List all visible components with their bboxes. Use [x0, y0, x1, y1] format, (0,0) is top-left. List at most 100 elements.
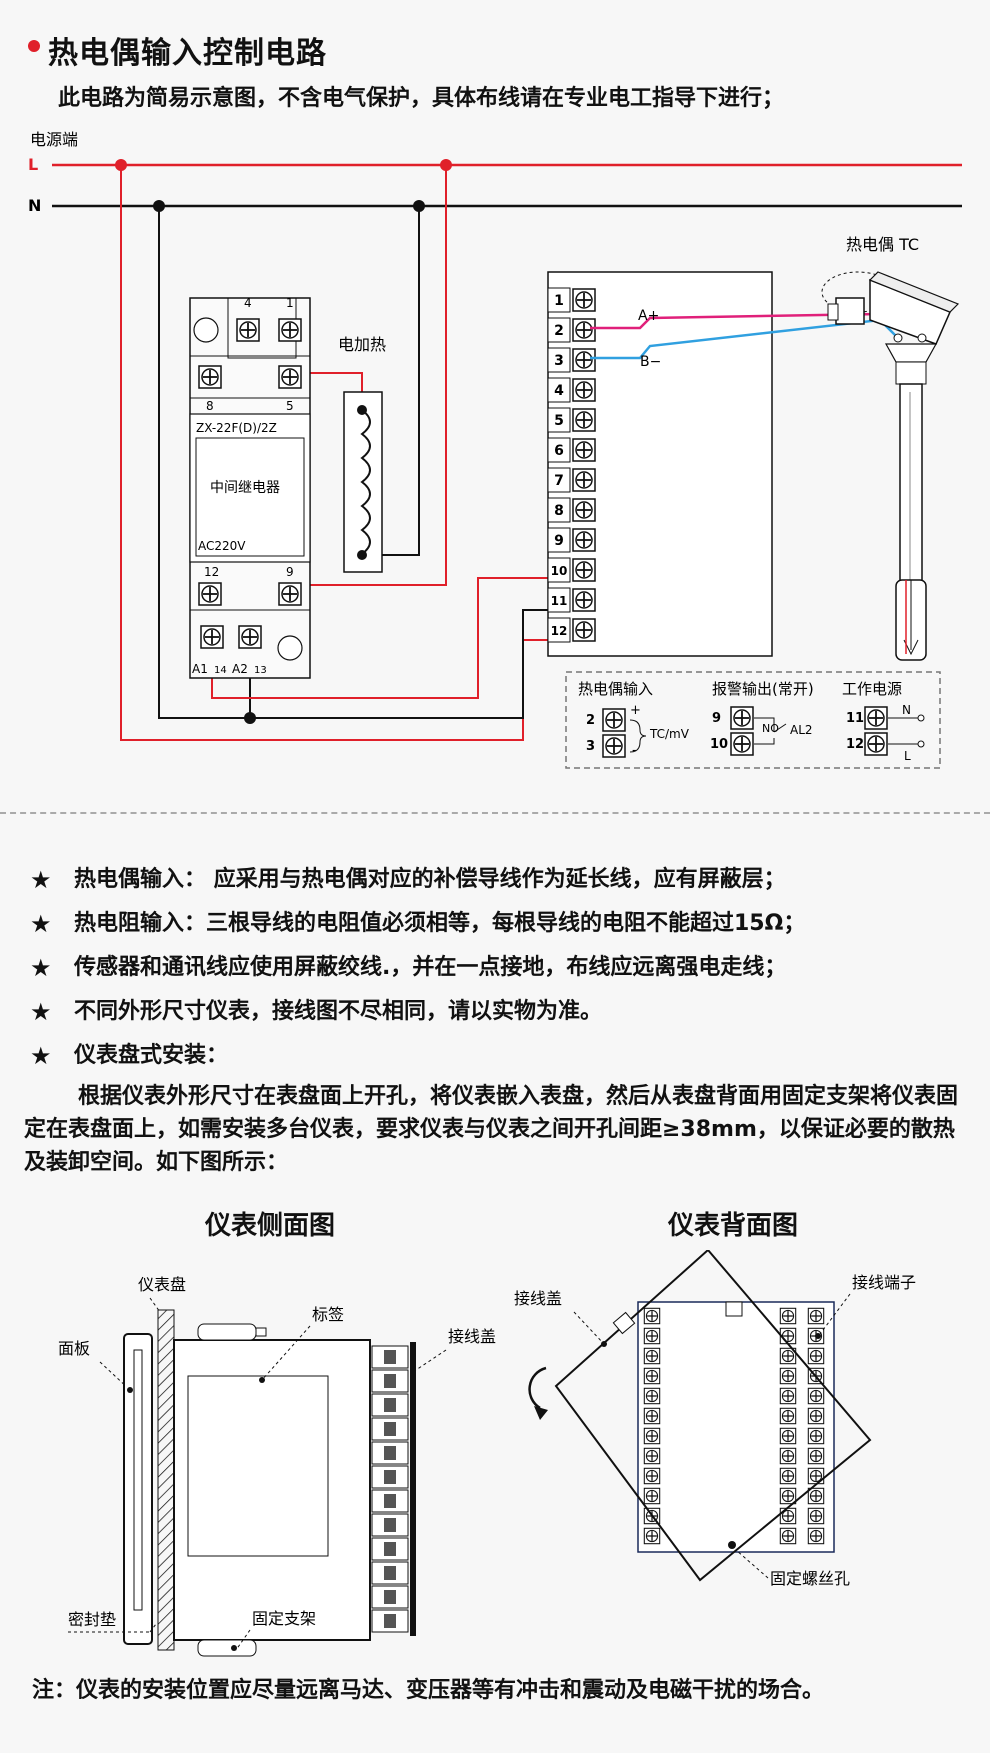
side-terminal-screw: [384, 1374, 396, 1388]
section-divider: [0, 812, 990, 814]
back-terminal-screw-icon: [807, 1427, 825, 1445]
back-terminal-screw-icon: [643, 1427, 661, 1445]
side-view-drawing: 仪表盘 面板 标签 接线盖 密封垫 固定支架: [58, 1275, 496, 1657]
back-terminal-screw-icon: [643, 1467, 661, 1485]
svg-text:-: -: [632, 743, 637, 758]
side-terminal-screw: [384, 1470, 396, 1484]
side-terminal-screw: [384, 1398, 396, 1412]
back-terminal-screw-icon: [807, 1347, 825, 1365]
back-terminal-screw-icon: [643, 1327, 661, 1345]
terminal-number: 1: [554, 293, 564, 309]
svg-text:3: 3: [586, 739, 595, 754]
back-terminal-screw-icon: [807, 1407, 825, 1425]
back-terminal-screw-icon: [807, 1447, 825, 1465]
star-icon: ★: [30, 910, 52, 938]
list-item: ★仪表盘式安装：: [30, 1034, 970, 1078]
svg-text:接线盖: 接线盖: [448, 1327, 496, 1346]
svg-text:A2: A2: [232, 662, 248, 676]
side-terminal-screw: [384, 1518, 396, 1532]
back-terminal-screw-icon: [643, 1487, 661, 1505]
back-terminal-screw-icon: [807, 1507, 825, 1525]
installation-diagrams: 仪表盘 面板 标签 接线盖 密封垫 固定支架: [58, 1250, 916, 1657]
terminal-number: 4: [554, 383, 564, 399]
svg-text:8: 8: [206, 399, 214, 413]
svg-text:标签: 标签: [312, 1305, 344, 1324]
svg-text:12: 12: [204, 565, 219, 579]
svg-text:NO: NO: [762, 722, 779, 735]
terminal-number-box: [547, 497, 571, 523]
notes-list: ★热电偶输入： 应采用与热电偶对应的补偿导线作为延长线，应有屏蔽层； ★热电阻输…: [30, 858, 970, 1078]
terminal-number-box: [547, 287, 571, 313]
back-terminal-screw-icon: [643, 1387, 661, 1405]
svg-text:A1: A1: [192, 662, 208, 676]
terminal-number-box: [547, 437, 571, 463]
back-terminal-screw-icon: [807, 1307, 825, 1325]
back-terminal-screw-icon: [779, 1387, 797, 1405]
terminal-screw-icon: [572, 408, 596, 432]
legend-box: [565, 671, 941, 769]
terminal-number-box: [547, 407, 571, 433]
back-terminal-screw-icon: [779, 1447, 797, 1465]
terminal-number-box: [547, 617, 571, 643]
terminal-screw-icon: [572, 348, 596, 372]
svg-text:5: 5: [286, 399, 294, 413]
terminal-number-box: [547, 467, 571, 493]
terminal-number-box: [547, 527, 571, 553]
page-subtitle: 此电路为简易示意图，不含电气保护，具体布线请在专业电工指导下进行；: [58, 86, 785, 111]
back-terminal-screw-icon: [807, 1467, 825, 1485]
back-terminal-screw-icon: [779, 1427, 797, 1445]
back-terminal-screw-icon: [779, 1507, 797, 1525]
relay-name: 中间继电器: [210, 480, 280, 496]
terminal-number: 11: [551, 594, 568, 608]
svg-text:12: 12: [846, 737, 864, 752]
side-terminal-screw: [384, 1590, 396, 1604]
terminal-screw-icon: [572, 528, 596, 552]
svg-text:L: L: [904, 749, 911, 763]
page-title: 热电偶输入控制电路: [48, 36, 327, 71]
svg-text:1: 1: [286, 296, 294, 310]
svg-text:AL2: AL2: [790, 723, 813, 737]
terminal-number: 7: [554, 473, 564, 489]
legend-alarm-title: 报警输出(常开): [712, 680, 814, 698]
terminal-number: 9: [554, 533, 564, 549]
back-view-title: 仪表背面图: [668, 1211, 799, 1241]
back-terminal-screw-icon: [807, 1387, 825, 1405]
back-terminal-screw-icon: [779, 1467, 797, 1485]
terminal-screw-icon: [572, 558, 596, 582]
back-terminal-screw-icon: [779, 1527, 797, 1545]
side-terminal-screw: [384, 1446, 396, 1460]
wire-b-label: B−: [640, 354, 661, 370]
svg-text:固定支架: 固定支架: [252, 1609, 316, 1628]
install-paragraph: 根据仪表外形尺寸在表盘面上开孔，将仪表嵌入表盘，然后从表盘背面用固定支架将仪表固…: [24, 1084, 959, 1175]
back-terminal-screw-icon: [807, 1527, 825, 1545]
svg-text:11: 11: [846, 711, 864, 726]
power-label: 电源端: [30, 130, 78, 149]
side-view-title: 仪表侧面图: [205, 1211, 336, 1241]
svg-text:接线盖: 接线盖: [514, 1289, 562, 1308]
terminal-number-box: [547, 377, 571, 403]
terminal-screw-icon: [572, 588, 596, 612]
svg-text:13: 13: [254, 665, 267, 676]
terminal-screw-icon: [572, 438, 596, 462]
svg-text:10: 10: [710, 737, 728, 752]
svg-text:面板: 面板: [58, 1339, 90, 1358]
title-bullet-icon: [28, 40, 40, 52]
star-icon: ★: [30, 1042, 52, 1070]
list-item: ★传感器和通讯线应使用屏蔽绞线.，并在一点接地，布线应远离强电走线；: [30, 946, 970, 990]
tc-label: 热电偶 TC: [846, 235, 919, 254]
rotate-arrow-icon: [528, 1366, 547, 1410]
svg-text:+: +: [630, 703, 641, 718]
back-terminal-screw-icon: [779, 1367, 797, 1385]
side-terminal-screw: [384, 1566, 396, 1580]
terminal-number-box: [547, 317, 571, 343]
list-item: ★热电阻输入：三根导线的电阻值必须相等，每根导线的电阻不能超过15Ω；: [30, 902, 970, 946]
relay-voltage: AC220V: [198, 539, 246, 553]
side-terminal-screw: [384, 1350, 396, 1364]
side-terminal-screw: [384, 1422, 396, 1436]
footnote: 注：仪表的安装位置应尽量远离马达、变压器等有冲击和震动及电磁干扰的场合。: [32, 1678, 825, 1703]
back-terminal-screw-icon: [779, 1487, 797, 1505]
star-icon: ★: [30, 998, 52, 1026]
terminal-number: 8: [554, 503, 564, 519]
back-terminal-screw-icon: [643, 1447, 661, 1465]
terminal-screw-icon: [572, 288, 596, 312]
